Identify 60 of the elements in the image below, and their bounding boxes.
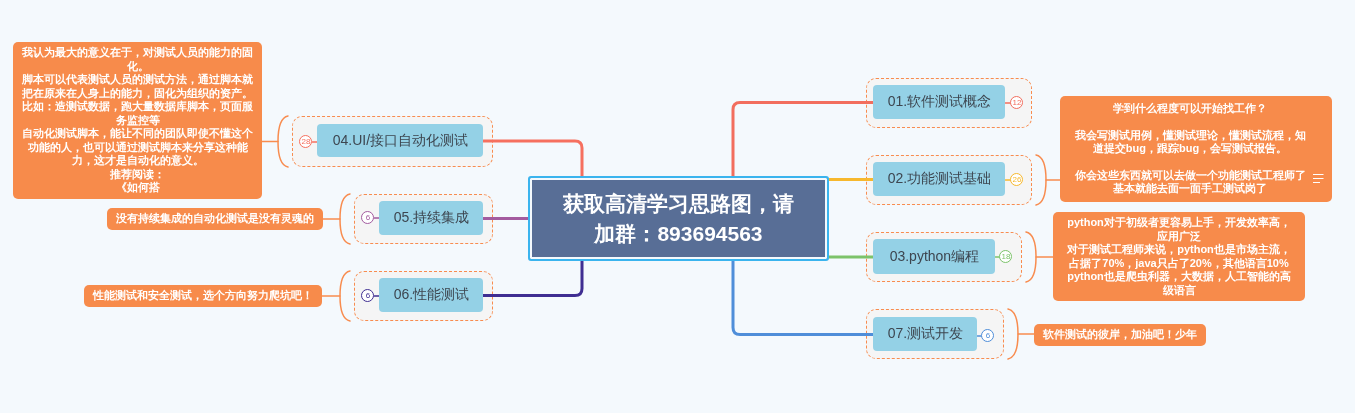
note-text: 自动化测试脚本，能让不同的团队即使不懂这个功能的人，也可以通过测试脚本来分享这种能力，这才是自动化的意义。 [22, 127, 253, 168]
boundary-frame [866, 78, 1032, 128]
boundary-frame [354, 271, 493, 321]
note-text: 《如何搭 [114, 181, 161, 195]
brace-connector [1007, 308, 1035, 360]
note-text: 基本就能去面一面手工测试岗了 [1112, 182, 1268, 196]
count-badge: 18 [999, 250, 1013, 264]
note-text: 我会写测试用例，懂测试理论，懂测试流程，知道提交bug，跟踪bug，会写测试报告。 [1073, 128, 1307, 156]
branch-line [481, 139, 584, 178]
brace-connector [261, 115, 289, 168]
boundary-frame [866, 309, 1004, 359]
connector-line [994, 256, 1001, 258]
note-box [1053, 212, 1305, 301]
brace-connector [1035, 154, 1061, 206]
brace-connector [321, 270, 351, 322]
count-badge: 26 [1010, 173, 1024, 187]
branch-line [731, 100, 875, 178]
note-text: 推荐阅读： [109, 167, 166, 181]
boundary-frame [866, 232, 1022, 282]
brace-connector [1025, 231, 1054, 283]
note-text: python也是爬虫利器，大数据，人工智能的高级语言 [1066, 270, 1292, 297]
note-box: 没有持续集成的自动化测试是没有灵魂的 [107, 208, 323, 230]
count-badge: 6 [981, 329, 995, 343]
note-box: 性能测试和安全测试，选个方向努力爬坑吧！ [84, 285, 322, 307]
note-text: 你会这些东西就可以去做一个功能测试工程师了 [1073, 168, 1307, 182]
boundary-frame [354, 194, 493, 244]
connector-line [976, 335, 983, 337]
note-text: 学到什么程度可以开始找工作？ [1112, 102, 1268, 116]
connector-line [1004, 179, 1012, 181]
note-text: 脚本可以代表测试人员的测试方法，通过脚本就把在原来在人身上的能力，固化为组织的资产。 [22, 73, 253, 100]
connector-line [373, 295, 381, 297]
count-badge: 6 [361, 289, 375, 303]
note-box [1060, 96, 1332, 202]
branch-line [731, 259, 875, 336]
topic-box: 04.UI/接口自动化测试 [317, 124, 484, 158]
branch-line [481, 259, 584, 297]
branch-line [827, 255, 875, 259]
branch-line [481, 216, 530, 220]
connector-line [1004, 102, 1012, 104]
branch-line [827, 177, 875, 181]
topic-box: 02.功能测试基础 [873, 162, 1006, 197]
count-badge: 6 [361, 211, 375, 225]
topic-box: 05.持续集成 [379, 201, 484, 236]
count-badge: 12 [1010, 96, 1024, 110]
connector-line [311, 141, 319, 143]
boundary-frame [866, 155, 1032, 205]
central-topic: 获取高清学习思路图，请加群：893694563 [528, 176, 829, 261]
brace-connector [322, 193, 351, 245]
topic-box: 07.测试开发 [873, 317, 978, 352]
note-text: 我认为最大的意义在于，对测试人员的能力的固化。 [22, 46, 253, 73]
topic-box: 06.性能测试 [379, 278, 484, 313]
boundary-frame [292, 116, 493, 167]
note-text: python对于初级者更容易上手，开发效率高，应用广泛 [1066, 216, 1292, 243]
topic-box: 01.软件测试概念 [873, 85, 1006, 120]
note-box [13, 42, 262, 199]
count-badge: 28 [299, 135, 313, 149]
note-box: 软件测试的彼岸，加油吧！少年 [1034, 324, 1206, 346]
connector-line [373, 217, 381, 219]
topic-box: 03.python编程 [873, 239, 996, 275]
note-text: 比如：造测试数据，跑大量数据库脚本，页面服务监控等 [22, 100, 253, 127]
